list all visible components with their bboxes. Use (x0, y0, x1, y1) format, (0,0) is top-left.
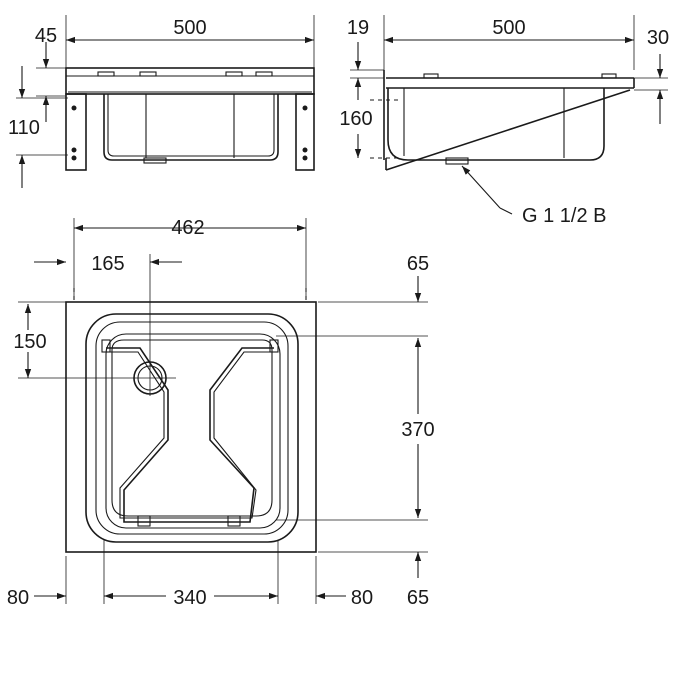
dim-front-width: 500 (173, 17, 206, 39)
dim-plan-bowl-width: 340 (173, 587, 206, 609)
label-thread: G 1 1/2 B (522, 205, 607, 227)
dim-side-width: 500 (492, 17, 525, 39)
dim-plan-right-offset: 65 (407, 253, 429, 275)
dim-plan-drain-offset-x: 165 (91, 253, 124, 275)
dim-plan-bracket-span: 462 (171, 217, 204, 239)
dim-front-rim-height: 45 (35, 25, 57, 47)
dim-side-height: 160 (339, 108, 372, 130)
side-view: 500 19 160 30 G 1 1/ (339, 15, 669, 227)
dim-plan-drain-offset-y: 150 (13, 331, 46, 353)
dim-plan-bottom-offset: 65 (407, 587, 429, 609)
dim-plan-right-margin: 80 (351, 587, 373, 609)
dim-front-bracket-height: 110 (8, 117, 40, 139)
dim-side-top: 19 (347, 17, 369, 39)
plan-view: 462 165 65 150 370 (7, 217, 435, 609)
dim-plan-depth: 370 (401, 419, 434, 441)
dim-plan-left-margin: 80 (7, 587, 29, 609)
dim-side-right: 30 (647, 27, 669, 49)
front-view: 500 45 110 (8, 15, 315, 188)
